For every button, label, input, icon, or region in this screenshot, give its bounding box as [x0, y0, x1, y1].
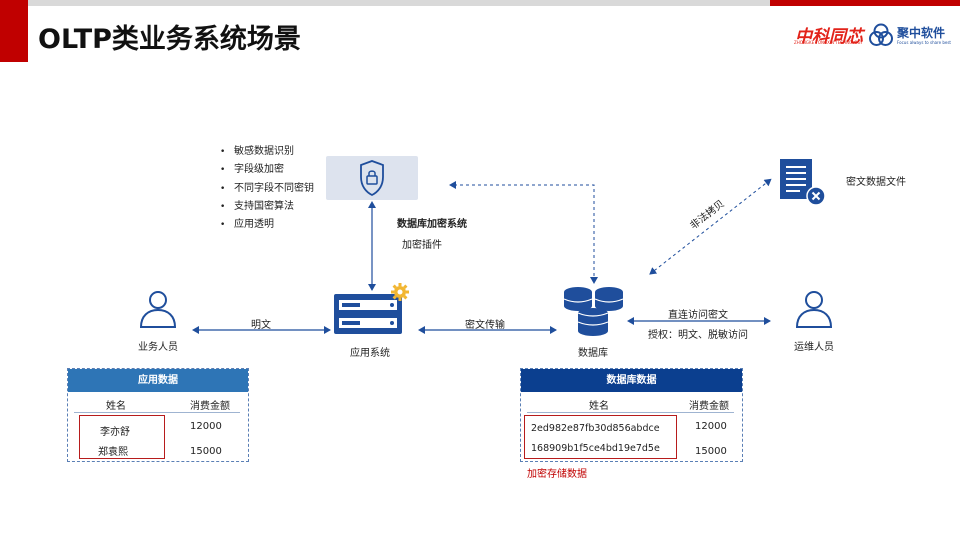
db-table-cell-amount: 15000	[695, 446, 727, 457]
app-system-label: 应用系统	[350, 348, 390, 359]
slide-title: OLTP类业务系统场景	[38, 24, 301, 55]
db-table-highlight	[524, 415, 677, 459]
db-table-cell-cipher: 168909b1f5ce4bd19e7d5e	[531, 443, 660, 454]
ops-user-label: 运维人员	[794, 342, 834, 353]
edge-label-direct-access: 直连访问密文	[668, 310, 728, 321]
business-user-label: 业务人员	[138, 342, 178, 353]
encryption-feature-list: 敏感数据识别 字段级加密 不同字段不同密钥 支持国密算法 应用透明	[220, 145, 314, 236]
dashed-arrow-database-to-encryption	[449, 181, 598, 284]
gear-icon	[391, 283, 409, 301]
encryption-plugin-label: 加密插件	[402, 240, 442, 251]
app-table-header-amount: 消费金额	[190, 401, 230, 412]
encryption-system-label: 数据库加密系统	[397, 219, 467, 230]
db-table-header-name: 姓名	[589, 401, 609, 412]
app-table-highlight	[79, 415, 165, 459]
db-table-title: 数据库数据	[521, 369, 742, 392]
app-table-cell-amount: 12000	[190, 421, 222, 432]
database-label: 数据库	[578, 348, 608, 359]
edge-label-plaintext: 明文	[251, 320, 271, 331]
juzhong-logo-text: 聚中软件	[897, 26, 946, 40]
db-table-header-amount: 消费金额	[689, 401, 729, 412]
app-table-header-name: 姓名	[106, 401, 126, 412]
juzhong-logo-icon	[869, 23, 893, 46]
db-table-cell-cipher: 2ed982e87fb30d856abdce	[531, 423, 660, 434]
database-icon	[563, 287, 624, 336]
top-bar-accent	[770, 0, 960, 6]
zhongke-logo-subtitle: ZHONGKE TONGXIN TECHNOLOGY	[794, 40, 863, 45]
app-table-title: 应用数据	[68, 369, 248, 392]
juzhong-logo-subtitle: Focus always to share best	[897, 40, 952, 45]
feature-item: 敏感数据识别	[220, 145, 314, 163]
feature-item: 字段级加密	[220, 163, 314, 181]
encryption-system-box	[326, 156, 418, 200]
cipher-file-label: 密文数据文件	[846, 177, 906, 188]
app-table-cell-amount: 15000	[190, 446, 222, 457]
app-table-divider	[74, 412, 240, 413]
shield-lock-icon	[360, 160, 384, 197]
app-table-cell-name: 李亦舒	[100, 427, 130, 438]
title-accent-block	[0, 0, 28, 62]
encrypted-storage-note: 加密存储数据	[527, 469, 587, 480]
app-table-cell-name: 郑袁熙	[98, 447, 128, 458]
close-icon	[806, 186, 826, 206]
business-user-icon	[139, 291, 177, 328]
edge-label-cipher-transfer: 密文传输	[465, 320, 505, 331]
edge-label-authorized: 授权：明文、脱敏访问	[648, 330, 748, 341]
ops-user-icon	[795, 291, 833, 328]
feature-item: 支持国密算法	[220, 200, 314, 218]
cipher-file-icon	[780, 159, 826, 206]
top-bar	[0, 0, 770, 6]
db-table-cell-amount: 12000	[695, 421, 727, 432]
db-table-divider	[527, 412, 734, 413]
dashed-arrow-illegal-copy	[649, 178, 772, 275]
feature-item: 应用透明	[220, 218, 314, 236]
feature-item: 不同字段不同密钥	[220, 182, 314, 200]
app-server-icon	[334, 283, 409, 334]
zhongke-logo-text: 中科同芯	[795, 27, 863, 47]
